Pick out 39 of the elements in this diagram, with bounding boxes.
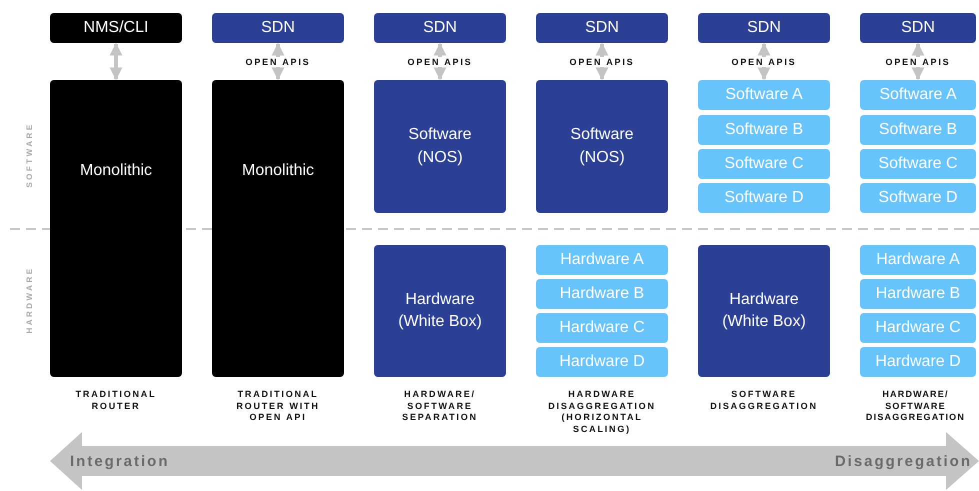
header-box: SDN	[212, 13, 344, 43]
block-box: Hardware (White Box)	[698, 245, 830, 377]
block-box: Monolithic	[212, 80, 344, 377]
component-box: Hardware B	[536, 279, 668, 309]
column-caption: SOFTWARE DISAGGREGATION	[709, 389, 819, 412]
column-caption: HARDWARE/ SOFTWARE DISAGGREGATION	[864, 389, 966, 424]
component-box: Software A	[860, 80, 976, 110]
component-box: Hardware D	[860, 347, 976, 377]
component-box: Software A	[698, 80, 830, 110]
axis-label: HARDWARE	[24, 266, 35, 334]
component-box: Hardware A	[860, 245, 976, 275]
component-box: Software D	[698, 183, 830, 213]
header-box: SDN	[860, 13, 976, 43]
component-box: Software C	[698, 149, 830, 179]
block-box: Software (NOS)	[536, 80, 668, 213]
component-box: Hardware A	[536, 245, 668, 275]
arrow-label: Integration	[70, 452, 170, 472]
header-box: SDN	[698, 13, 830, 43]
double-arrow	[110, 42, 122, 80]
component-box: Hardware B	[860, 279, 976, 309]
arrow-label: Disaggregation	[834, 452, 972, 472]
block-box: Hardware (White Box)	[374, 245, 506, 377]
axis-label: SOFTWARE	[24, 122, 35, 188]
component-box: Software D	[860, 183, 976, 213]
component-box: Software B	[698, 115, 830, 145]
column-caption: HARDWARE/ SOFTWARE SEPARATION	[401, 389, 479, 424]
component-box: Software C	[860, 149, 976, 179]
component-box: Software B	[860, 115, 976, 145]
component-box: Hardware C	[860, 313, 976, 343]
block-box: Software (NOS)	[374, 80, 506, 213]
component-box: Hardware D	[536, 347, 668, 377]
column-caption: TRADITIONAL ROUTER	[74, 389, 158, 412]
header-box: SDN	[374, 13, 506, 43]
column-caption: TRADITIONAL ROUTER WITH OPEN API	[235, 389, 321, 424]
component-box: Hardware C	[536, 313, 668, 343]
block-box: Monolithic	[50, 80, 182, 377]
column-caption: HARDWARE DISAGGREGATION (HORIZONTAL SCALING)	[547, 389, 657, 436]
header-box: SDN	[536, 13, 668, 43]
header-box: NMS/CLI	[50, 13, 182, 43]
